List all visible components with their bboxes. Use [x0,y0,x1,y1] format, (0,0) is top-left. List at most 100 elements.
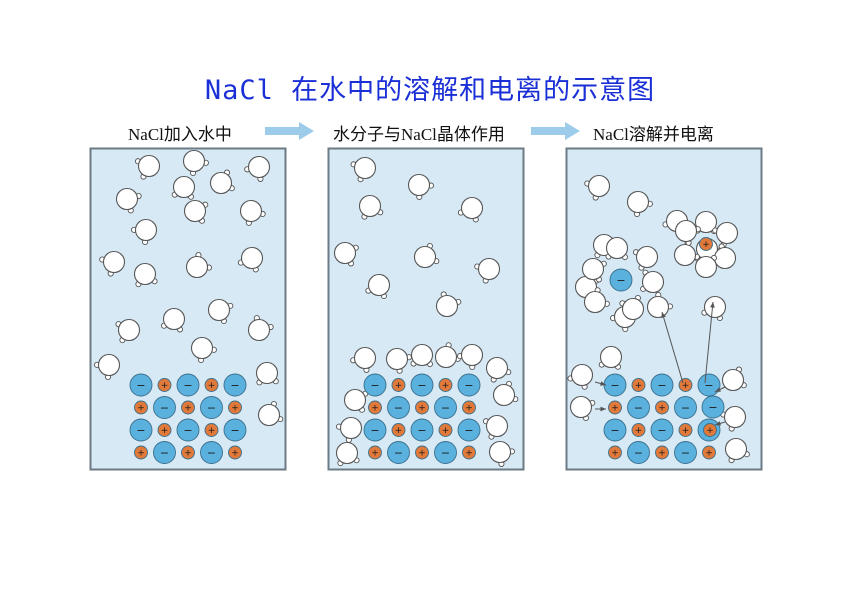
water-molecule [115,318,141,344]
step-arrow-icon [265,122,314,140]
minus-icon: − [183,424,192,437]
chloride-ion: − [674,396,697,419]
plus-icon: + [161,381,169,391]
chloride-ion: − [153,396,176,419]
water-molecule [207,298,234,325]
chloride-ion: − [223,418,247,442]
minus-icon: − [417,424,426,437]
water-molecule [115,187,142,214]
plus-icon: + [682,426,690,436]
sodium-ion: + [415,400,429,415]
minus-icon: − [160,402,169,415]
sodium-ion: + [134,445,148,460]
chloride-ion: − [129,418,153,442]
step-arrow-icon [531,122,580,140]
chloride-ion: − [387,396,410,419]
chloride-ion: − [609,268,633,292]
water-molecule [721,366,747,392]
plus-icon: + [465,449,473,459]
plus-icon: + [231,449,239,459]
water-molecule [134,154,161,180]
minus-icon: − [657,379,666,392]
sodium-ion: + [368,400,382,415]
water-molecule [190,336,217,364]
migration-arrow [595,406,606,412]
sodium-ion: + [438,423,453,437]
sodium-ion: + [699,237,713,251]
water-molecule [482,414,509,440]
chloride-ion: − [363,418,387,442]
water-molecule [160,307,186,333]
sodium-ion: + [228,445,242,460]
plus-icon: + [231,404,239,414]
chloride-ion: − [603,373,627,397]
minus-icon: − [370,424,379,437]
water-molecule [93,353,121,381]
minus-icon: − [464,379,473,392]
chloride-ion: − [176,418,200,442]
migration-arrow [714,386,726,393]
sodium-ion: + [181,445,195,460]
sodium-ion: + [204,378,219,392]
plus-icon: + [371,449,379,459]
sodium-ion: + [655,400,669,415]
water-molecule [488,440,516,467]
minus-icon: − [610,424,619,437]
minus-icon: − [681,402,690,415]
panel-dissolved-ionized: −+−+−+−+−+−+−+−+−+−+−+−+ [565,147,763,471]
water-molecule [350,156,377,183]
plus-icon: + [184,449,192,459]
water-molecule [407,173,435,201]
sodium-ion: + [703,423,717,437]
water-molecule [674,219,701,246]
water-molecule [457,196,484,223]
chloride-ion: − [674,441,697,464]
minus-icon: − [394,402,403,415]
water-molecule [435,291,462,318]
water-molecule [247,315,274,342]
chloride-ion: − [697,373,721,397]
chloride-ion: − [701,395,725,419]
water-molecule [239,199,266,226]
sodium-ion: + [157,378,172,392]
sodium-ion: + [438,378,453,392]
water-molecule [605,236,629,261]
water-molecule [701,295,727,322]
plus-icon: + [635,381,643,391]
minus-icon: − [207,447,216,460]
minus-icon: − [634,402,643,415]
water-molecule [724,437,750,464]
panel-water-interacts: −+−+−+−+−+−+−+−+−+−+ [327,147,525,471]
minus-icon: − [441,447,450,460]
chloride-ion: − [387,441,410,464]
water-molecule [626,190,653,218]
plus-icon: + [161,426,169,436]
plus-icon: + [465,404,473,414]
sodium-ion: + [678,378,693,392]
chloride-ion: − [153,441,176,464]
sodium-ion: + [368,445,382,460]
water-molecule [485,356,512,383]
chloride-ion: − [603,418,627,442]
panel-nacl-added: −+−+−+−+−+−+−+−+−+−+ [89,147,287,471]
minus-icon: − [417,379,426,392]
minus-icon: − [681,447,690,460]
water-molecule [567,363,594,390]
minus-icon: − [634,447,643,460]
water-molecule [130,218,158,246]
minus-icon: − [441,402,450,415]
water-molecule [583,287,610,314]
water-molecule [350,346,377,373]
water-molecule [333,241,359,267]
step-label-water-interaction: 水分子与NaCl晶体作用 [333,125,505,144]
water-molecule [99,250,126,277]
sodium-ion: + [228,400,242,415]
minus-icon: − [230,379,239,392]
migration-arrow [714,421,726,426]
water-molecule [133,262,158,288]
water-molecule [640,269,665,294]
water-molecule [336,416,363,443]
sodium-ion: + [181,400,195,415]
sodium-ion: + [204,423,219,437]
sodium-ion: + [631,378,646,392]
